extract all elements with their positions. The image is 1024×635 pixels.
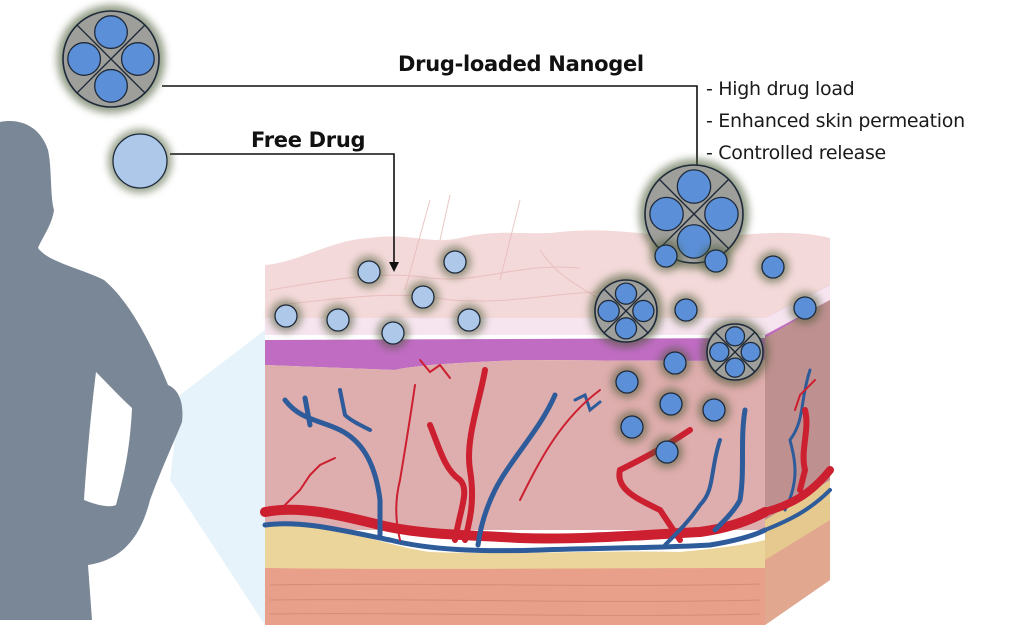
released-drug-particle (616, 411, 648, 443)
free-drug-particle (377, 317, 409, 349)
epidermis-layer (265, 230, 830, 318)
nanogel-particle (701, 318, 769, 386)
blood-vessels (260, 359, 834, 554)
released-drug-particle (698, 394, 730, 426)
nanogel-icon (57, 5, 165, 113)
free-drug-particle (270, 300, 302, 332)
released-drug-particle (655, 388, 687, 420)
skin-cross-section (260, 194, 834, 625)
released-drug-particle (611, 366, 643, 398)
person-silhouette (0, 121, 183, 620)
free-drug-particle (353, 256, 385, 288)
fat-layer (265, 524, 765, 580)
muscle-layer (265, 568, 765, 625)
released-drug-particle (659, 347, 691, 379)
zoom-cone (170, 330, 265, 625)
free-drug-particle (439, 246, 471, 278)
benefit-item: - High drug load (706, 78, 855, 100)
benefit-item: - Enhanced skin permeation (706, 110, 965, 132)
free-drug-connector (170, 153, 395, 262)
vein-main (262, 521, 768, 554)
dermis-layer (265, 360, 765, 530)
free-drug-particle (322, 304, 354, 336)
nanogel-particle (589, 274, 663, 348)
free-drug-label: Free Drug (251, 128, 366, 152)
artery-main (260, 504, 770, 544)
connectors (162, 85, 698, 262)
free-drug-particle (407, 281, 439, 313)
released-drug-particle (757, 251, 789, 283)
released-drug-particle (651, 436, 683, 468)
released-drug-particle (700, 245, 732, 277)
released-drug-particle (670, 294, 702, 326)
free-drug-particle (453, 304, 485, 336)
released-drug-particle (789, 292, 821, 324)
free-drug-icon (108, 129, 172, 193)
benefit-item: - Controlled release (706, 142, 886, 164)
nanogel-connector (162, 85, 698, 170)
arrow-head (389, 262, 399, 272)
released-drug-particle (650, 240, 682, 272)
nanogel-label: Drug-loaded Nanogel (398, 52, 644, 76)
